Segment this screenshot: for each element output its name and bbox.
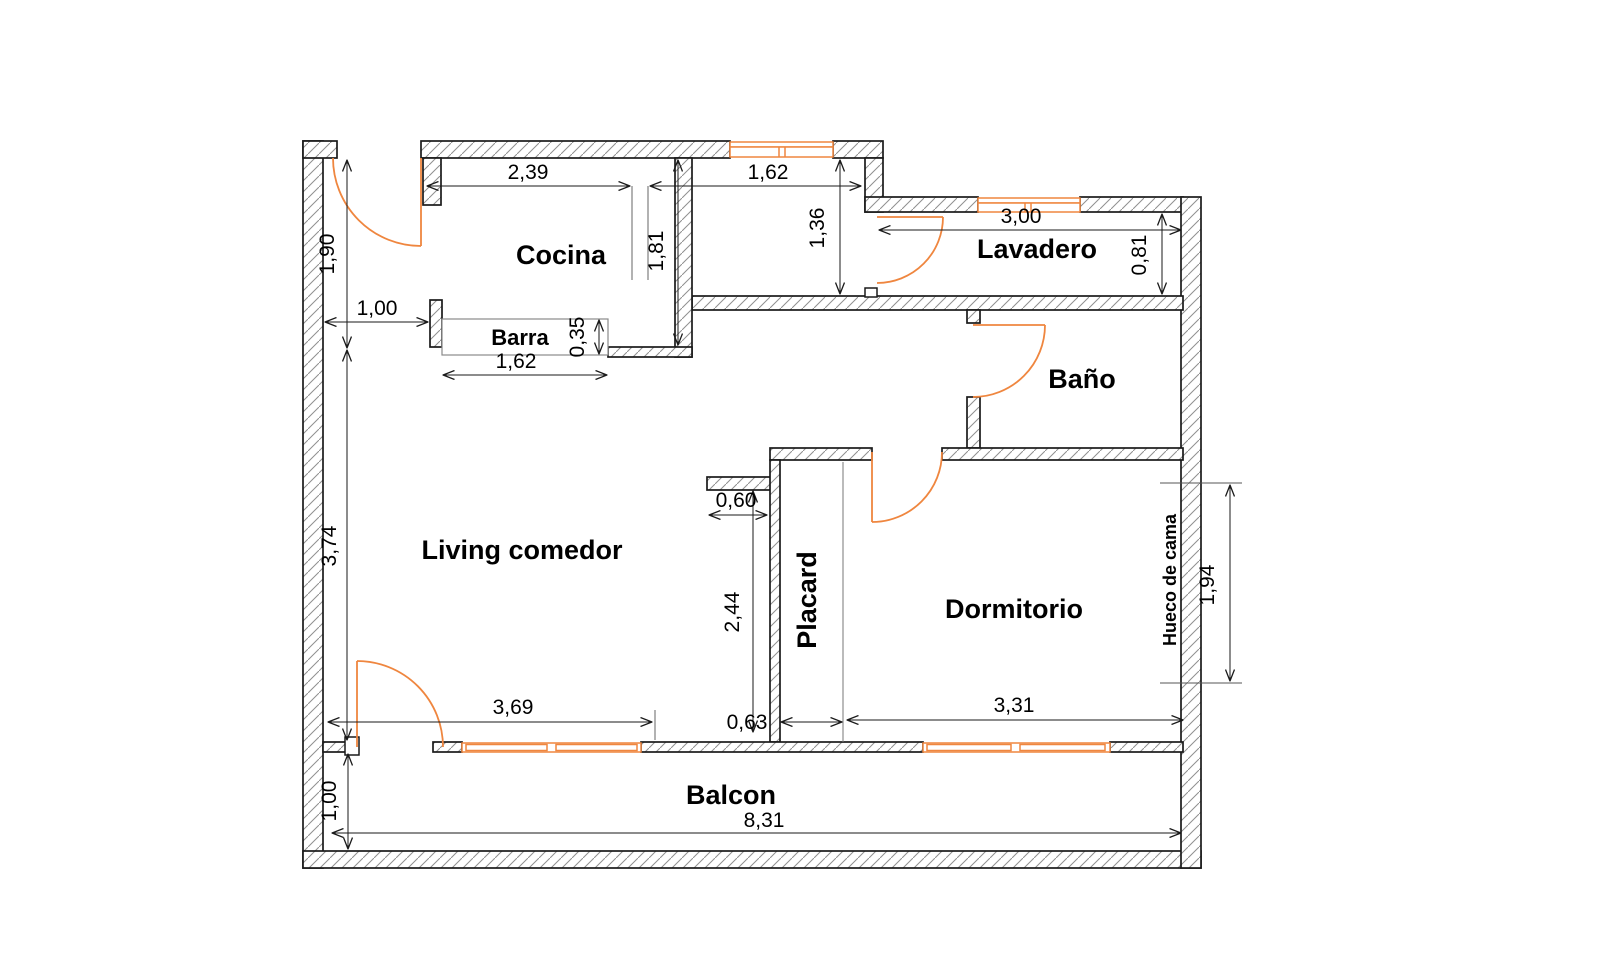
dimension-texts: 1,90 3,74 1,00 2,39 1,62 1,81 1,36 3,00 … xyxy=(316,161,1219,832)
feature-label-hueco-de-cama: Hueco de cama xyxy=(1160,513,1180,646)
wall-segment xyxy=(302,140,338,159)
room-label-placard: Placard xyxy=(792,551,822,649)
door-lavadero xyxy=(876,216,944,284)
dim-barra-depth: 0,35 xyxy=(566,317,589,358)
room-label-living: Living comedor xyxy=(421,535,623,565)
dimension-lines xyxy=(325,160,1242,849)
window-pasillo xyxy=(729,141,834,158)
door-jamb-nib xyxy=(864,287,878,298)
barra-counter xyxy=(441,318,609,356)
dim-lavadero-width: 3,00 xyxy=(1001,205,1042,228)
room-label-dormitorio: Dormitorio xyxy=(945,594,1083,624)
room-label-bano: Baño xyxy=(1048,364,1116,394)
room-labels: Cocina Lavadero Baño Living comedor Plac… xyxy=(421,234,1180,810)
wall-segment xyxy=(607,346,693,358)
wall-segment xyxy=(1079,196,1184,213)
wall-segment xyxy=(432,741,463,753)
room-label-balcon: Balcon xyxy=(686,780,776,810)
dim-balcon-depth: 1,00 xyxy=(318,781,341,822)
door-dormitorio xyxy=(871,451,943,523)
dim-pasillo-width: 1,62 xyxy=(748,161,789,184)
dim-hueco-height: 1,94 xyxy=(1196,564,1219,605)
window-dormitorio-balcon xyxy=(922,742,1111,753)
room-label-lavadero: Lavadero xyxy=(977,234,1097,264)
wall-segment xyxy=(422,157,442,206)
dim-living-width: 3,69 xyxy=(493,696,534,719)
window-living-balcon xyxy=(461,742,642,753)
dim-barra-width: 1,62 xyxy=(496,350,537,373)
door-bano xyxy=(972,324,1046,398)
wall-segment xyxy=(429,299,443,348)
wall-segment xyxy=(966,309,981,324)
wall-segment xyxy=(769,447,873,461)
dim-cocina-width: 2,39 xyxy=(508,161,549,184)
walls xyxy=(302,140,1202,869)
room-label-cocina: Cocina xyxy=(516,240,607,270)
dim-balcon-width: 8,31 xyxy=(744,809,785,832)
windows xyxy=(461,141,1111,753)
wall-segment xyxy=(941,447,1184,461)
door-balcon xyxy=(356,660,444,748)
wall-segment xyxy=(691,295,1184,311)
dim-lavadero-depth: 0,81 xyxy=(1128,235,1151,276)
wall-segment xyxy=(864,196,979,213)
dim-dormitorio-width: 3,31 xyxy=(994,694,1035,717)
wall-segment xyxy=(1180,196,1202,869)
wall-segment xyxy=(302,850,1202,869)
dim-placard-width: 0,63 xyxy=(727,711,768,734)
window-lavadero xyxy=(977,197,1081,213)
wall-segment xyxy=(640,741,924,753)
wall-segment xyxy=(832,140,884,159)
dim-entry-depth: 1,90 xyxy=(316,234,339,275)
wall-segment xyxy=(420,140,731,159)
dim-hall-step: 0,60 xyxy=(716,489,757,512)
wall-segment xyxy=(966,396,981,449)
dim-cocina-depth: 1,81 xyxy=(645,231,668,272)
wall-segment xyxy=(1109,741,1184,753)
dim-placard-depth: 2,44 xyxy=(721,591,744,632)
feature-label-barra: Barra xyxy=(491,325,549,350)
dim-pasillo-depth: 1,36 xyxy=(806,208,829,249)
door-entrada xyxy=(332,157,422,247)
dim-living-depth: 3,74 xyxy=(318,525,341,566)
wall-segment xyxy=(769,459,781,743)
dim-entry-to-barra: 1,00 xyxy=(357,297,398,320)
